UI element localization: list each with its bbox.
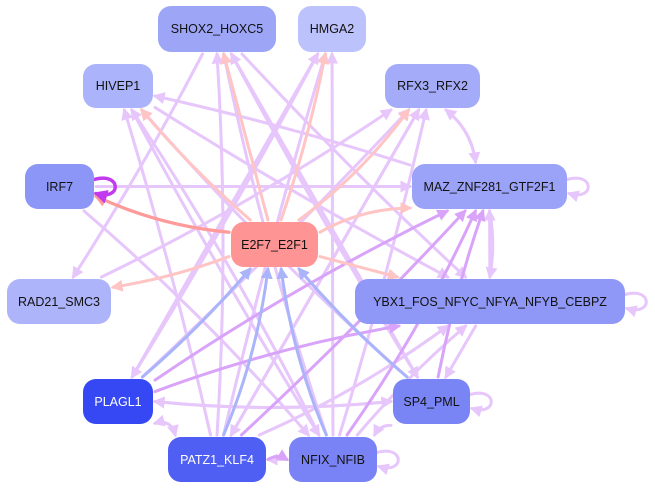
edge-e2f7-e2f1-to-ybx1-fos-nfyc-nfya-nfyb-cebpz <box>318 255 400 281</box>
edge-plagl1-to-maz-znf281-gtf2f1 <box>153 209 450 382</box>
edge-patz1-klf4-to-ybx1-fos-nfyc-nfya-nfyb-cebpz <box>257 324 450 437</box>
edge-nfix-nfib-to-nfix-nfib <box>375 449 400 476</box>
edge-patz1-klf4-to-maz-znf281-gtf2f1 <box>239 209 467 437</box>
node-shox2-hoxc5[interactable]: SHOX2_HOXC5 <box>158 6 276 52</box>
edge-plagl1-to-ybx1-fos-nfyc-nfya-nfyb-cebpz <box>153 321 402 394</box>
edge-rad21-smc3-to-rfx3-rfx2 <box>99 108 393 279</box>
edge-rfx3-rfx2-to-maz-znf281-gtf2f1 <box>444 108 481 165</box>
node-maz-znf281-gtf2f1[interactable]: MAZ_ZNF281_GTF2F1 <box>412 164 567 209</box>
edge-plagl1-to-e2f7-e2f1 <box>140 267 252 379</box>
edge-ybx1-fos-nfyc-nfya-nfyb-cebpz-to-sp4-pml <box>444 324 478 380</box>
edge-hivep1-to-nfix-nfib <box>130 108 321 438</box>
edge-irf7-to-irf7 <box>92 176 117 204</box>
edge-patz1-klf4-to-e2f7-e2f1 <box>222 266 273 437</box>
edge-nfix-nfib-to-hmga2 <box>326 51 339 437</box>
edge-plagl1-to-patz1-klf4 <box>153 420 179 438</box>
edge-maz-znf281-gtf2f1-to-rfx3-rfx2 <box>444 108 478 164</box>
node-hivep1[interactable]: HIVEP1 <box>83 64 153 108</box>
edge-sp4-pml-to-e2f7-e2f1 <box>297 267 409 379</box>
edge-nfix-nfib-to-hivep1 <box>130 108 321 437</box>
edge-rfx3-rfx2-to-patz1-klf4 <box>229 108 421 438</box>
edge-ybx1-fos-nfyc-nfya-nfyb-cebpz-to-ybx1-fos-nfyc-nfya-nfyb-cebpz <box>623 291 648 318</box>
edge-e2f7-e2f1-to-irf7 <box>93 194 231 234</box>
edge-shox2-hoxc5-to-sp4-pml <box>229 52 419 380</box>
edge-sp4-pml-to-sp4-pml <box>468 391 493 418</box>
edge-nfix-nfib-to-e2f7-e2f1 <box>276 266 328 437</box>
node-nfix-nfib[interactable]: NFIX_NFIB <box>289 437 377 482</box>
edge-nfix-nfib-to-maz-znf281-gtf2f1 <box>345 208 477 437</box>
edge-e2f7-e2f1-to-rfx3-rfx2 <box>297 108 411 222</box>
edge-hivep1-to-ybx1-fos-nfyc-nfya-nfyb-cebpz <box>153 105 450 279</box>
edge-patz1-klf4-to-hivep1 <box>121 107 213 437</box>
edge-shox2-hoxc5-to-ybx1-fos-nfyc-nfya-nfyb-cebpz <box>240 52 468 279</box>
node-irf7[interactable]: IRF7 <box>25 164 94 209</box>
edge-e2f7-e2f1-to-rad21-smc3 <box>110 255 231 292</box>
node-patz1-klf4[interactable]: PATZ1_KLF4 <box>168 437 266 482</box>
edge-sp4-pml-to-plagl1 <box>152 396 393 409</box>
node-hmga2[interactable]: HMGA2 <box>298 6 366 52</box>
edge-e2f7-e2f1-to-shox2-hoxc5 <box>220 51 270 222</box>
edge-patz1-klf4-to-nfix-nfib <box>266 449 290 461</box>
edge-e2f7-e2f1-to-hivep1 <box>140 108 252 222</box>
node-plagl1[interactable]: PLAGL1 <box>83 379 153 424</box>
edge-e2f7-e2f1-to-hmga2 <box>279 51 330 222</box>
node-rfx3-rfx2[interactable]: RFX3_RFX2 <box>385 64 480 108</box>
edge-hmga2-to-plagl1 <box>130 52 320 380</box>
edge-e2f7-e2f1-to-maz-znf281-gtf2f1 <box>318 202 413 234</box>
node-rad21-smc3[interactable]: RAD21_SMC3 <box>7 279 111 324</box>
edge-sp4-pml-to-nfix-nfib <box>373 423 393 438</box>
node-e2f7-e2f1[interactable]: E2F7_E2F1 <box>231 222 318 267</box>
node-sp4-pml[interactable]: SP4_PML <box>393 379 470 424</box>
node-ybx1-fos-nfyc-nfya-nfyb-cebpz[interactable]: YBX1_FOS_NFYC_NFYA_NFYB_CEBPZ <box>355 279 625 324</box>
edge-maz-znf281-gtf2f1-to-maz-znf281-gtf2f1 <box>565 176 590 203</box>
edge-shox2-hoxc5-to-rad21-smc3 <box>71 52 205 280</box>
edge-patz1-klf4-to-shox2-hoxc5 <box>211 51 225 437</box>
edge-maz-znf281-gtf2f1-to-hivep1 <box>152 92 412 167</box>
edge-irf7-to-nfix-nfib <box>82 209 311 437</box>
